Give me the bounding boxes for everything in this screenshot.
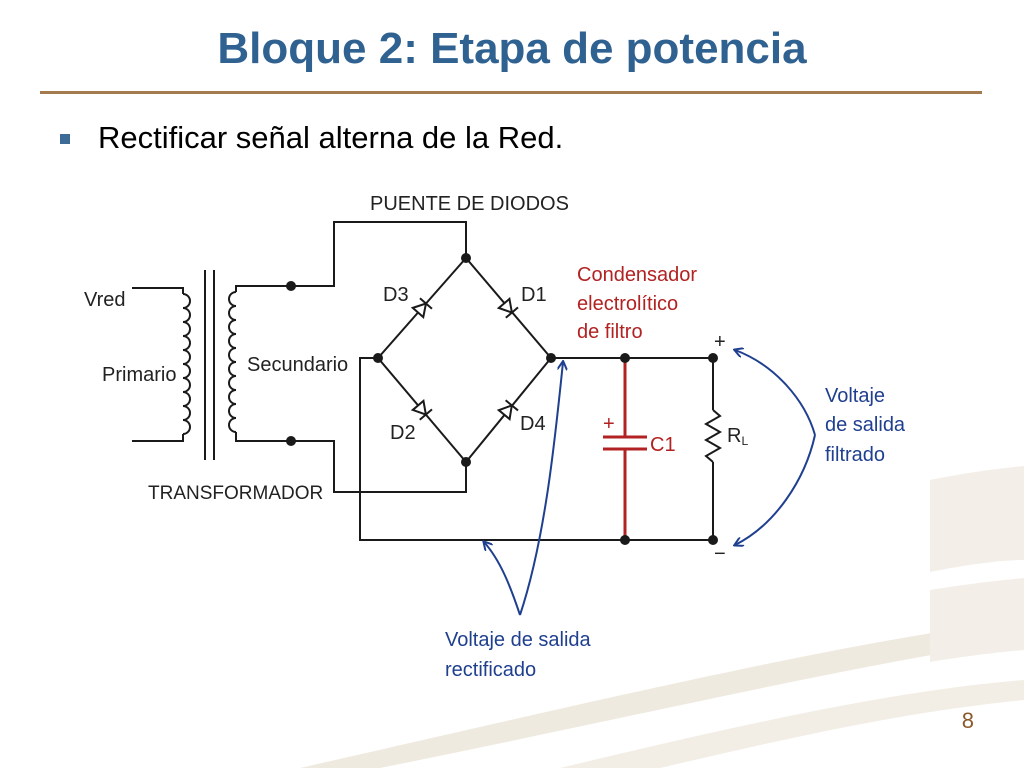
resistor-rl-main: R [727,425,741,447]
bullet-item: Rectificar señal alterna de la Red. [60,120,563,156]
page-number: 8 [961,708,974,733]
bullet-text: Rectificar señal alterna de la Red. [98,120,564,155]
diode-d4-label: D4 [520,413,546,435]
resistor-rl-label: RL [727,425,748,448]
vred-label: Vred [84,289,126,311]
resistor-rl-symbol [703,409,723,463]
annotation-arrows [484,350,816,616]
resistor-rl-subscript: L [741,434,748,448]
filtered-voltage-line3: filtrado [825,444,885,466]
capacitor-plus-sign: + [603,413,615,435]
slide-title: Bloque 2: Etapa de potencia [217,24,807,73]
diode-d1-symbol [496,297,519,319]
filtered-voltage-line1: Voltaje [825,385,885,407]
capacitor-c1-label: C1 [650,434,676,456]
capacitor-caption-line3: de filtro [577,321,643,343]
secondary-coil [228,285,291,442]
diode-d1-label: D1 [521,284,547,306]
transformer-label: TRANSFORMADOR [148,483,323,504]
capacitor-caption-line1: Condensador [577,264,697,286]
diode-d3-symbol [410,297,433,320]
output-plus-sign: + [714,331,726,353]
secondary-label: Secundario [247,354,348,376]
filtered-voltage-line2: de salida [825,414,906,436]
title-divider [40,91,982,94]
diode-d2-symbol [410,399,433,421]
diode-d4-symbol [496,399,519,421]
primary-coil [132,287,191,442]
square-bullet-icon [60,134,70,144]
capacitor-caption-line2: electrolítico [577,293,678,315]
primary-label: Primario [102,364,176,386]
bridge-label: PUENTE DE DIODOS [370,193,569,215]
output-minus-sign: − [714,543,726,565]
junction-dots [286,253,718,545]
diode-d3-label: D3 [383,284,409,306]
diode-d2-label: D2 [390,422,416,444]
capacitor-c1-symbol [603,358,647,540]
rectified-voltage-line1: Voltaje de salida [445,629,592,651]
transformer-core [204,270,215,460]
rectified-voltage-line2: rectificado [445,659,536,681]
